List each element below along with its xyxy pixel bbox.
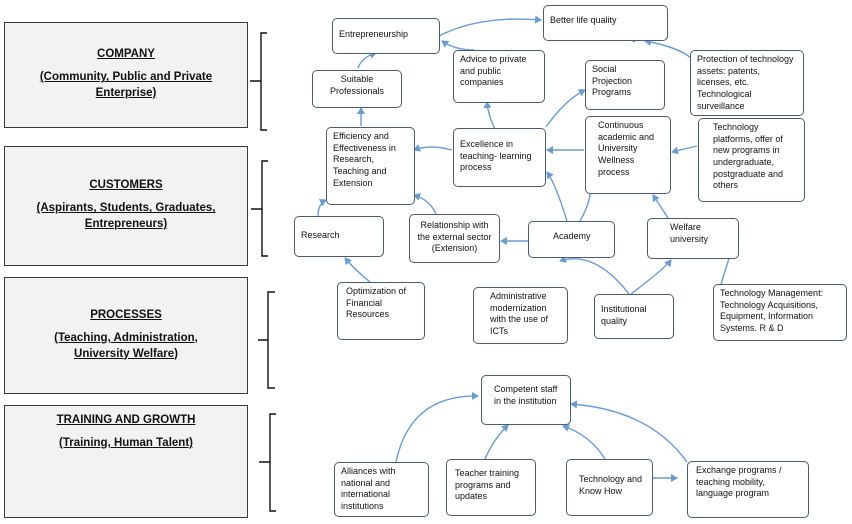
brace-training [259, 413, 276, 512]
node-excellence-teaching: Excellence in teaching- learning process [453, 128, 546, 187]
brace-processes [258, 291, 275, 389]
node-teacher-training: Teacher training programs and updates [446, 459, 536, 516]
arrow [546, 171, 568, 222]
node-academy: Academy [528, 221, 615, 258]
arrow [441, 40, 475, 51]
node-optimization-financial: Optimization of Financial Resources [337, 282, 425, 340]
perspective-customers: CUSTOMERS (Aspirants, Students, Graduate… [4, 146, 248, 266]
node-continuous-wellness: Continuous academic and University Welln… [585, 116, 671, 194]
node-research: Research [294, 216, 384, 257]
node-institutional-quality: Institutional quality [594, 294, 674, 339]
arrow [357, 50, 377, 69]
arrow [317, 199, 327, 217]
arrow [545, 89, 586, 128]
arrow [344, 257, 371, 283]
node-better-life-quality: Better life quality [543, 5, 668, 41]
arrow [413, 192, 437, 215]
node-tech-platforms: Technology platforms, offer of new progr… [698, 118, 805, 202]
arrow [484, 424, 509, 460]
arrow [570, 400, 688, 463]
perspective-subtitle: (Aspirants, Students, Graduates, Entrepr… [36, 202, 216, 230]
perspective-company: COMPANY (Community, Public and Private E… [4, 22, 248, 128]
arrow [483, 101, 496, 130]
node-alliances: Alliances with national and internationa… [334, 462, 429, 517]
node-exchange-programs: Exchange programs / teaching mobility, l… [687, 461, 809, 518]
node-administrative-modernization: Administrative modernization with the us… [473, 287, 568, 344]
perspective-subtitle: (Community, Public and Private Enterpris… [39, 71, 213, 99]
arrow [671, 145, 698, 155]
node-entrepreneurship: Entrepreneurship [332, 18, 440, 54]
arrow [630, 259, 672, 295]
perspective-title: CUSTOMERS [89, 179, 163, 192]
node-welfare-university: Welfare university [647, 218, 739, 259]
node-competent-staff: Competent staff in the institution [481, 375, 571, 425]
perspective-title: TRAINING AND GROWTH [56, 414, 196, 426]
perspective-title: PROCESSES [90, 308, 162, 321]
node-advice-companies: Advice to private and public companies [453, 50, 545, 103]
arrow [644, 38, 692, 59]
node-technology-knowhow: Technology and Know How [566, 459, 653, 516]
node-efficiency-research: Efficiency and Effectiveness in Research… [326, 127, 415, 205]
perspective-training-growth: TRAINING AND GROWTH (Training, Human Tal… [4, 405, 248, 518]
arrow [562, 424, 606, 460]
arrow [559, 255, 630, 295]
arrow [652, 194, 669, 219]
node-protection-tech: Protection of technology assets: patents… [690, 50, 804, 116]
arrow [413, 144, 453, 152]
arrow [395, 391, 479, 463]
perspective-title: COMPANY [97, 48, 155, 61]
node-tech-management: Technology Management: Technology Acquis… [713, 284, 847, 341]
arrow [438, 15, 542, 37]
perspective-processes: PROCESSES (Teaching, Administration, Uni… [4, 277, 248, 394]
node-social-projection: Social Projection Programs [585, 60, 665, 110]
node-suitable-professionals: Suitable Professionals [312, 70, 402, 108]
perspective-subtitle: (Training, Human Talent) [59, 437, 193, 449]
perspective-subtitle: (Teaching, Administration, University We… [54, 331, 198, 360]
brace-company [250, 32, 267, 131]
node-relationship-external: Relationship with the external sector (E… [409, 214, 500, 263]
brace-customers [251, 160, 268, 257]
